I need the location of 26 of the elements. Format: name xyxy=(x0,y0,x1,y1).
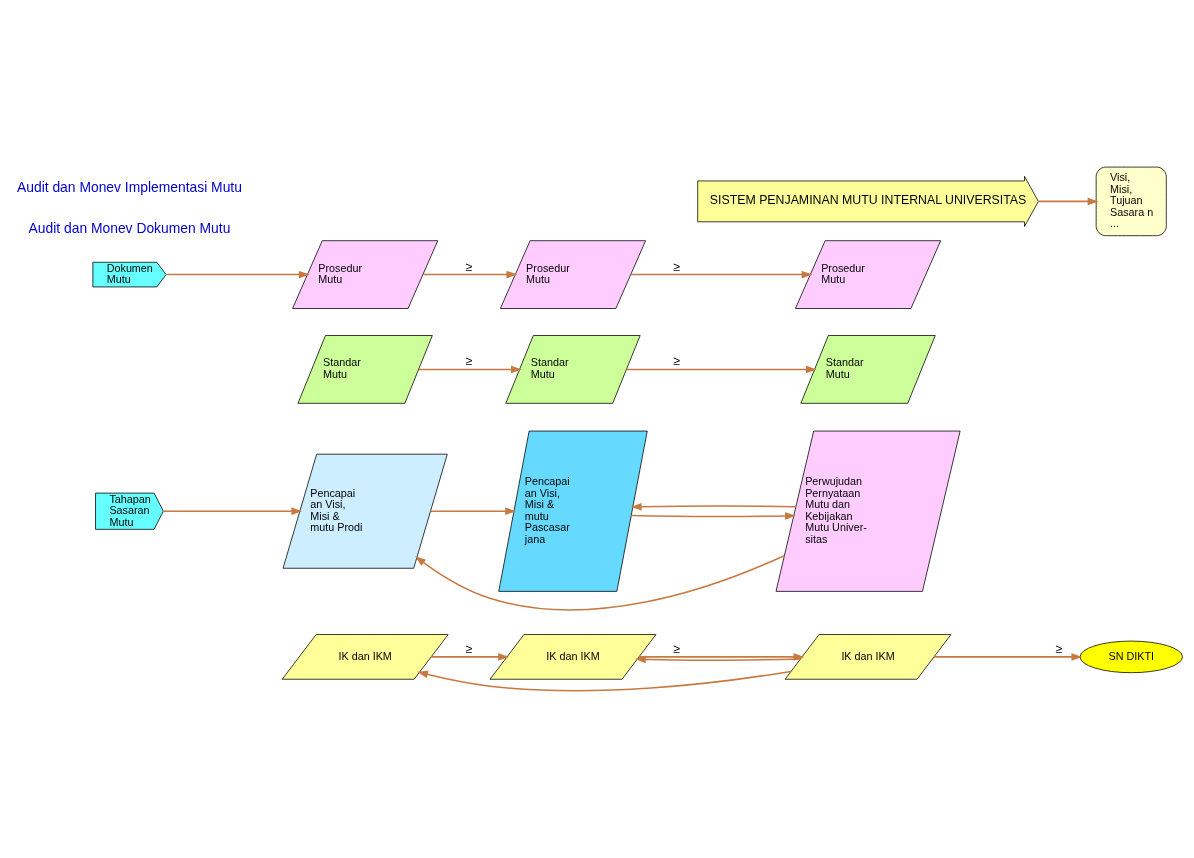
arrow xyxy=(635,655,802,664)
edge-label: ≥ xyxy=(673,354,681,369)
arrow xyxy=(1037,197,1099,206)
arrow xyxy=(415,554,785,611)
arrow xyxy=(630,270,813,279)
arrow xyxy=(625,365,817,374)
arrow xyxy=(422,270,518,279)
label: Audit dan Monev Dokumen Mutu xyxy=(28,220,231,237)
arrow xyxy=(418,365,522,374)
arrow xyxy=(933,653,1083,661)
arrow xyxy=(630,512,796,520)
arrow xyxy=(162,507,303,515)
edge-label: ≥ xyxy=(673,259,681,274)
node-box: Visi, Misi, Tujuan Sasara n ... xyxy=(1095,166,1167,237)
edge-label: ≥ xyxy=(465,259,473,274)
label: Audit dan Monev Implementasi Mutu xyxy=(16,178,242,195)
edge-label: ≥ xyxy=(465,354,473,369)
arrow xyxy=(430,653,509,661)
arrow xyxy=(630,502,797,511)
edge-label: ≥ xyxy=(673,641,681,656)
arrow xyxy=(417,670,792,692)
arrow xyxy=(165,270,310,279)
edge-label: ≥ xyxy=(1055,641,1063,656)
edge-label: ≥ xyxy=(465,641,473,656)
arrow xyxy=(429,507,516,515)
node-ellipse: SN DIKTI xyxy=(1079,640,1183,674)
